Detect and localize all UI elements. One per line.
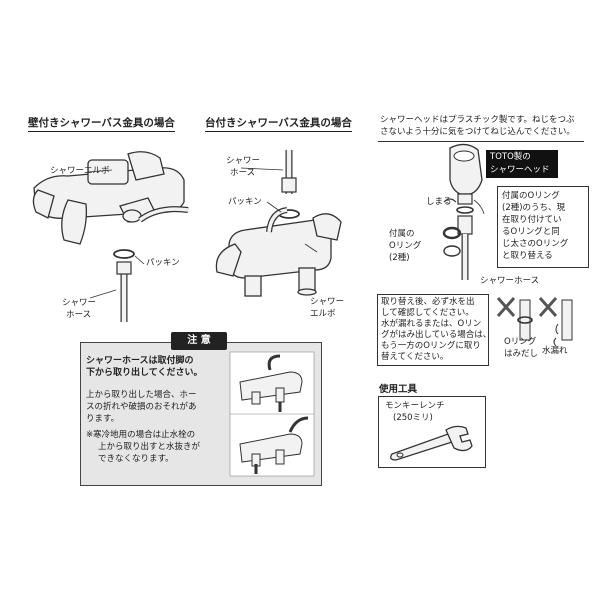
wall-section-header: 壁付きシャワーバス金具の場合 [28, 115, 175, 132]
check-line-6: 替えてください。 [381, 352, 449, 362]
shower-head-illustration [443, 143, 485, 280]
toto-head-line-2: シャワーヘッド [490, 165, 550, 175]
included-oring-label-1: 付属の [389, 229, 415, 239]
replace-line-5: じ太さのOリング [502, 239, 569, 249]
wrench-label-1: モンキーレンチ [385, 401, 445, 411]
replace-line-6: と取り替える [502, 251, 553, 261]
tools-title: 使用工具 [379, 384, 418, 395]
deck-elbow-label-1: シャワー [310, 297, 345, 307]
deck-packing-label: パッキン [228, 197, 262, 207]
check-line-3: 水が漏れるまたは、Oリン [381, 319, 482, 329]
caution-p2-line-2: 上から取り出すと水抜きが [98, 442, 201, 452]
caution-title: 注 意 [171, 332, 227, 350]
wall-hose-label-2: ホース [66, 310, 92, 320]
caution-p2-line-3: できなくなります。 [98, 454, 174, 464]
caution-bold-line-2: 下から取り出してください。 [86, 368, 203, 378]
deck-hose-label-2: ホース [230, 168, 256, 178]
head-note-divider [378, 141, 584, 142]
check-line-1: 取り替え後、必ず水を出 [381, 297, 475, 307]
oring-overflow-label-1: Oリング [504, 337, 537, 347]
check-line-5: もう一方のOリングに取り [381, 341, 481, 351]
included-oring-label-2: Oリング [389, 241, 422, 251]
oring-overflow-label-2: はみだし [504, 349, 539, 359]
wall-shower-elbow-label: シャワーエルボ [50, 166, 110, 176]
caution-p1-line-1: 上から取り出した場合、ホー [86, 390, 197, 400]
right-hose-label: シャワーホース [480, 276, 540, 286]
head-note-line-1: シャワーヘッドはプラスチック製です。ねじをつぶ [380, 115, 575, 125]
monkey-wrench-icon [390, 425, 473, 461]
toto-head-line-1: TOTO製の [490, 152, 531, 162]
replace-instruction-box: 付属のOリング (2種)のうち、現 在取り付けてい るOリングと同 じ太さのOリ… [497, 186, 589, 268]
check-line-2: して確認してください。 [381, 308, 474, 318]
oring-pair-illustration [442, 226, 462, 257]
wall-packing-label: パッキン [146, 258, 180, 268]
replace-line-2: (2種)のうち、現 [502, 203, 566, 213]
wall-faucet-illustration [32, 151, 189, 322]
deck-hose-label-1: シャワー [226, 156, 261, 166]
caution-bold-line-1: シャワーホースは取付脚の [86, 356, 194, 366]
wrench-label-2: (250ミリ) [393, 413, 433, 423]
water-leak-label: 水漏れ [542, 346, 568, 356]
check-line-4: グがはみ出している場合は、 [381, 330, 492, 340]
shimaru-label: しまる [426, 197, 452, 207]
oring-problem-illustration [496, 297, 573, 347]
included-oring-label-3: (2種) [389, 253, 410, 263]
deck-faucet-illustration [215, 150, 342, 297]
caution-illustration [229, 351, 315, 477]
head-note-line-2: さないよう十分に気をつけてねじ込んでください。 [380, 127, 575, 137]
replace-line-4: るOリングと同 [502, 227, 560, 237]
toto-head-badge: TOTO製の シャワーヘッド [486, 150, 558, 178]
wall-hose-label-1: シャワー [62, 298, 97, 308]
caution-p1-line-3: ります。 [86, 414, 120, 424]
caution-p1-line-2: スの折れや破損のおそれがあ [86, 402, 197, 412]
caution-p2-line-1: ※寒冷地用の場合は止水栓の [86, 430, 196, 440]
check-box: 取り替え後、必ず水を出 して確認してください。 水が漏れるまたは、Oリン グがは… [377, 294, 492, 366]
deck-elbow-label-2: エルボ [310, 309, 336, 319]
replace-line-1: 付属のOリング [502, 191, 560, 201]
replace-line-3: 在取り付けてい [502, 215, 562, 225]
deck-section-header: 台付きシャワーバス金具の場合 [205, 115, 352, 132]
